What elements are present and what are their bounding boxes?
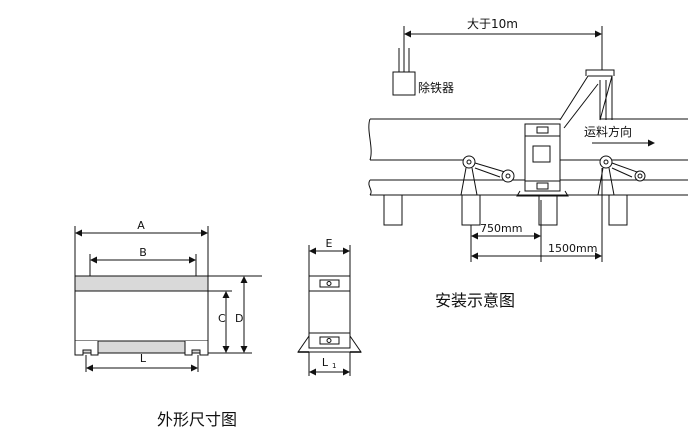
dim-label-1500: 1500mm — [548, 242, 597, 255]
installation-diagram: 大于10m 除铁器 — [368, 17, 688, 262]
support-leg-1 — [383, 194, 403, 226]
front-view: A B C D L — [74, 219, 262, 372]
support-leg-3 — [538, 194, 558, 226]
outline-caption: 外形尺寸图 — [157, 410, 237, 429]
front-left-foot — [74, 341, 99, 356]
dim-label-a: A — [137, 219, 145, 232]
dim-label-b: B — [139, 246, 147, 259]
svg-text:1: 1 — [332, 362, 336, 370]
dim-label-e: E — [326, 237, 333, 250]
magnet-separator — [392, 71, 416, 96]
magnet-label: 除铁器 — [418, 80, 454, 95]
front-right-foot — [184, 341, 209, 356]
installation-caption: 安装示意图 — [435, 291, 515, 310]
side-body — [308, 290, 351, 334]
front-body — [74, 290, 209, 342]
detector-arch — [559, 75, 613, 121]
dim-label-l1: L — [322, 356, 329, 369]
direction-label: 运料方向 — [584, 124, 632, 139]
dim-label-c: C — [218, 312, 226, 325]
support-leg-2 — [461, 194, 481, 226]
distance-label: 大于10m — [467, 17, 518, 31]
front-top-band — [74, 275, 209, 292]
roller-left — [462, 155, 476, 169]
roller-right — [599, 155, 613, 169]
dim-label-d: D — [235, 312, 243, 325]
support-leg-4 — [608, 194, 628, 226]
detector-control-box — [532, 145, 551, 163]
dim-label-l: L — [140, 352, 147, 365]
side-view: E L 1 — [297, 237, 362, 376]
dim-label-750: 750mm — [480, 222, 522, 235]
side-feet — [297, 335, 362, 353]
